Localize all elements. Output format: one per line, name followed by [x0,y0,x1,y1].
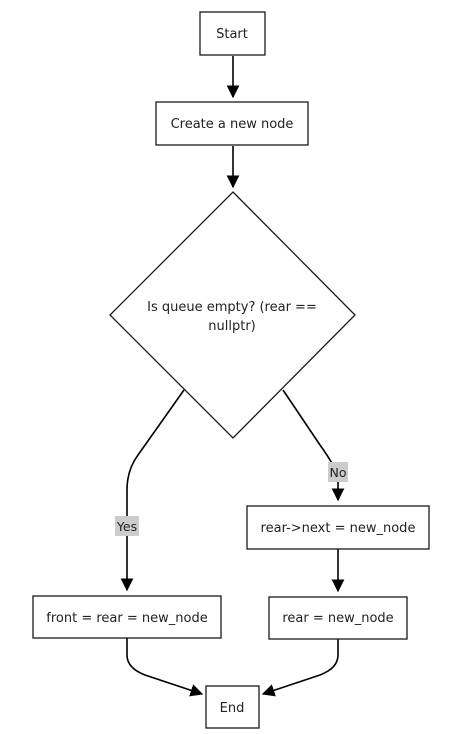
node-end: End [205,685,260,729]
node-rear-next-assign: rear->next = new_node [246,505,430,550]
node-decision-label-line2: nullptr) [208,319,255,334]
edge-label-yes: Yes [115,516,139,536]
node-end-label: End [220,701,245,716]
edge-decision-no [282,389,345,502]
node-rear-next-assign-label: rear->next = new_node [261,521,416,536]
edge-label-yes-text: Yes [116,519,137,534]
edge-rear-assign-to-end [261,639,339,697]
edge-decision-yes [120,389,185,592]
node-start-label: Start [216,27,248,42]
node-create: Create a new node [155,101,309,146]
edge-label-no-text: No [330,465,347,480]
node-rear-assign: rear = new_node [268,596,408,640]
node-create-label: Create a new node [171,117,294,132]
node-front-rear-assign-label: front = rear = new_node [46,611,207,626]
node-rear-assign-label: rear = new_node [282,611,393,626]
node-decision-label-line1: Is queue empty? (rear == [147,300,317,315]
node-decision: Is queue empty? (rear == nullptr) [109,191,356,439]
node-start: Start [199,11,266,56]
edge-front-rear-to-end [126,638,204,697]
edge-label-no: No [328,462,348,482]
node-front-rear-assign: front = rear = new_node [32,595,222,639]
